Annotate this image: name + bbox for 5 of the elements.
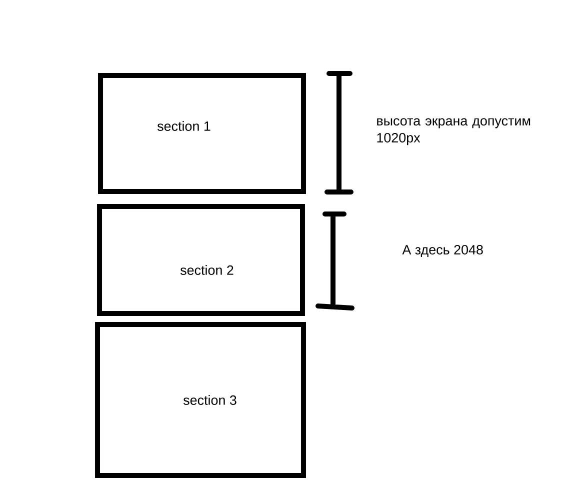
section-box: section 3 [95, 322, 306, 478]
dimension-label: высота экрана допустим 1020px [377, 118, 530, 146]
section-box: section 1 [98, 73, 306, 194]
section-box: section 2 [97, 204, 305, 316]
dimension-label: А здесь 2048 [402, 244, 483, 258]
